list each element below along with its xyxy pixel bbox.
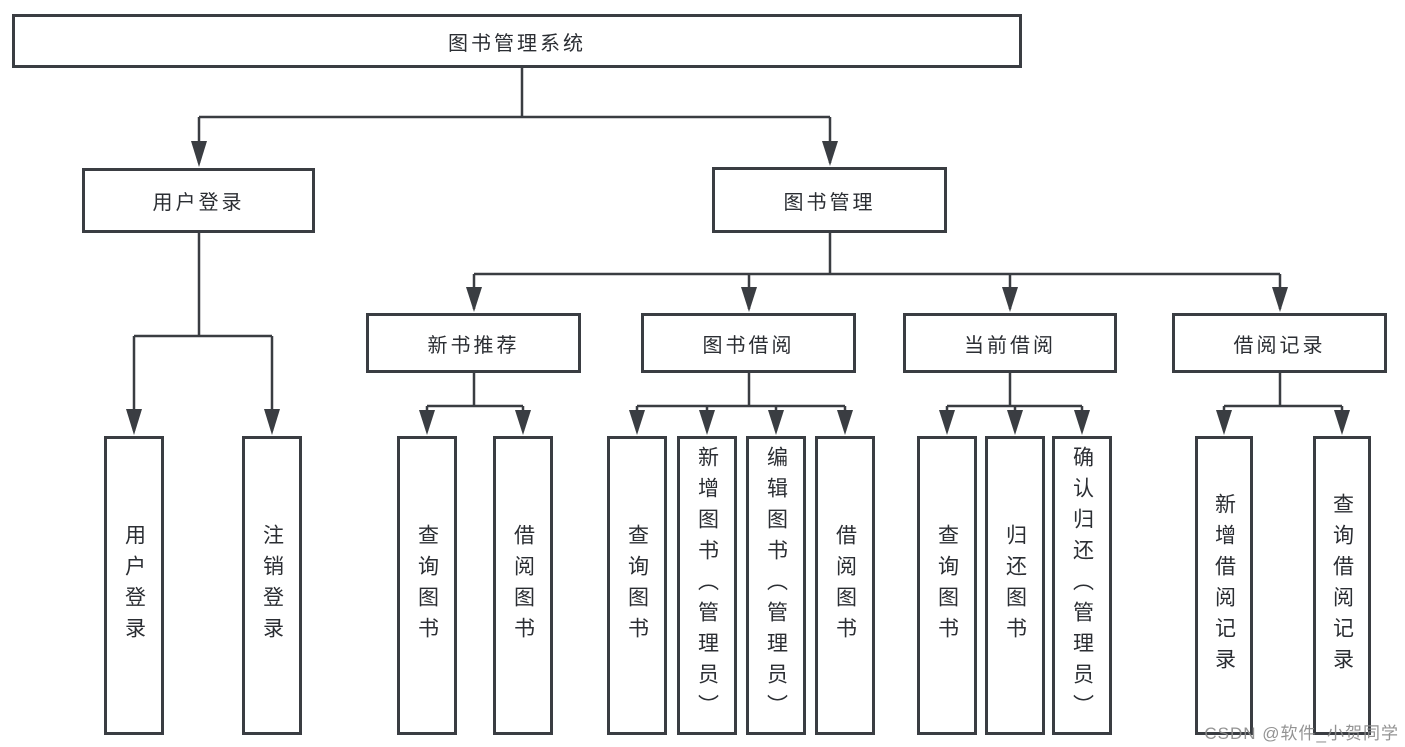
node-user-login: 用户登录 [82,168,315,233]
leaf-current-query-books: 查询图书 [917,436,977,735]
leaf-newbook-query-books: 查询图书 [397,436,457,735]
node-current-borrow: 当前借阅 [903,313,1117,373]
node-book-management: 图书管理 [712,167,947,233]
csdn-watermark: CSDN @软件_小贺同学 [1204,724,1399,743]
leaf-records-add-record: 新增借阅记录 [1195,436,1253,735]
connector-borrow-group [629,373,853,435]
node-system-root: 图书管理系统 [12,14,1022,68]
leaf-borrow-borrow-books: 借阅图书 [815,436,875,735]
connector-current-group [939,373,1090,435]
connector-newbook-group [419,373,531,435]
leaf-borrow-edit-books-admin: 编辑图书（管理员） [746,436,806,735]
node-borrow-records: 借阅记录 [1172,313,1387,373]
leaf-user-login: 用户登录 [104,436,164,735]
leaf-logout: 注销登录 [242,436,302,735]
leaf-current-return-books: 归还图书 [985,436,1045,735]
connector-root-to-level2 [191,68,838,167]
node-book-borrow: 图书借阅 [641,313,856,373]
leaf-records-query-record: 查询借阅记录 [1313,436,1371,735]
leaf-newbook-borrow-books: 借阅图书 [493,436,553,735]
connector-records-group [1216,373,1350,435]
connector-userlogin-group [126,233,280,435]
connector-bookmgmt-to-level3 [466,233,1288,312]
node-new-book-recommend: 新书推荐 [366,313,581,373]
leaf-borrow-add-books-admin: 新增图书（管理员） [677,436,737,735]
leaf-borrow-query-books: 查询图书 [607,436,667,735]
leaf-current-confirm-return-admin: 确认归还（管理员） [1052,436,1112,735]
